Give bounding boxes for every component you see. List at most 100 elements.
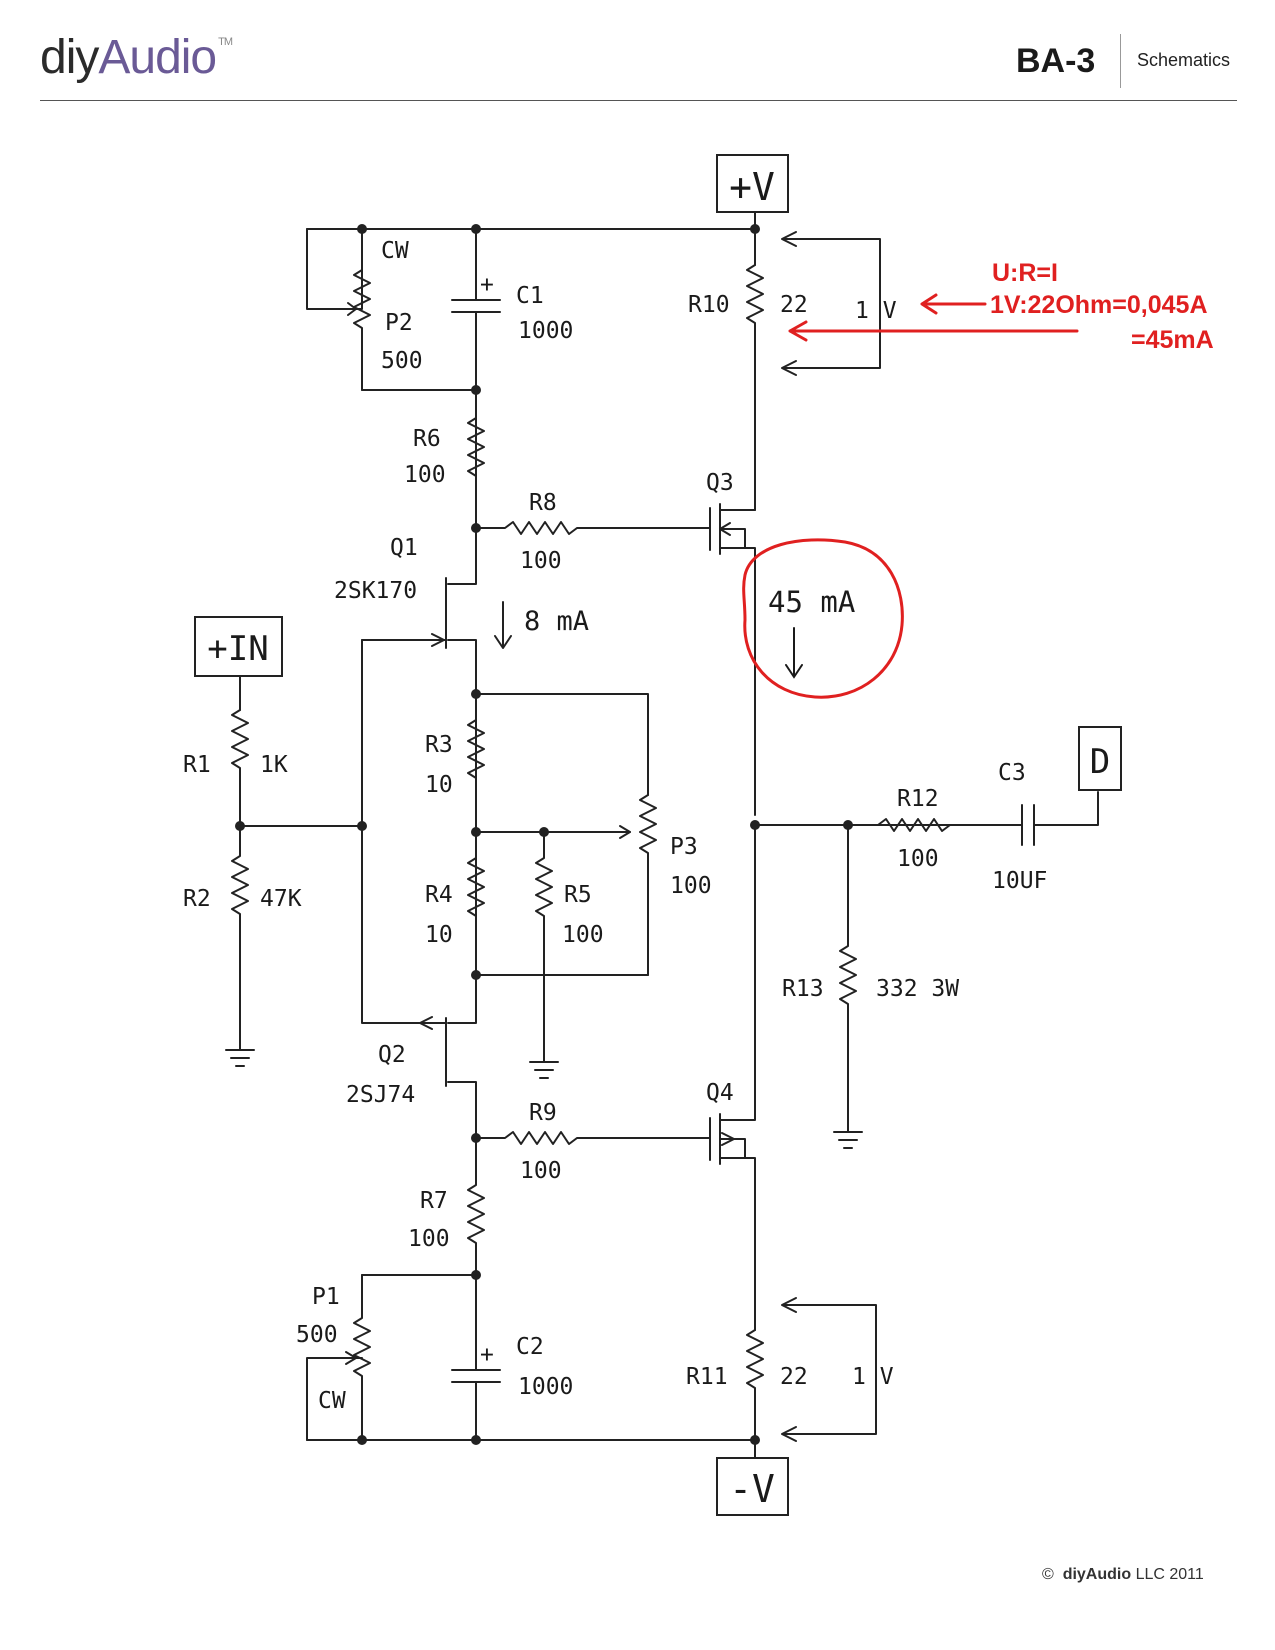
p1-resistor — [353, 1274, 371, 1441]
p3-name: P3 — [670, 834, 698, 860]
r10-arrow-top — [781, 231, 797, 247]
vminus-terminal-box — [716, 1457, 789, 1516]
document-category: Schematics — [1137, 50, 1231, 70]
wire-top-p2-loop — [306, 228, 363, 310]
wire-p3-top — [475, 693, 649, 796]
r3-resistor — [467, 719, 485, 779]
p3-wiper-arrow — [619, 825, 631, 839]
c2-name: C2 — [516, 1334, 544, 1360]
input-label: +IN — [207, 629, 268, 669]
p2-value: 500 — [381, 348, 423, 374]
r2-name: R2 — [183, 886, 211, 912]
r9-value: 100 — [520, 1158, 562, 1184]
gnd-r5 — [529, 1061, 559, 1079]
page-footer: © diyAudio LLC 2011 — [1042, 1566, 1204, 1584]
circled-current-arrow — [785, 627, 803, 679]
q1-name: Q1 — [390, 535, 418, 561]
vminus-label: -V — [729, 1467, 775, 1511]
p2-resistor — [353, 228, 371, 391]
output-label: D — [1090, 742, 1110, 782]
q4-arrow — [721, 1132, 735, 1146]
r9-name: R9 — [529, 1100, 557, 1126]
r11-name: R11 — [686, 1364, 728, 1390]
vplus-terminal-box — [716, 154, 789, 213]
r2-resistor — [231, 825, 249, 1051]
p1-wiper-arrow — [345, 1351, 357, 1365]
ohms-law-text: U:R=I — [992, 259, 1058, 287]
p2-cw-label: CW — [381, 238, 409, 264]
r13-resistor — [839, 824, 857, 1133]
r12-resistor — [847, 818, 1023, 832]
wire-r6-to-q1 — [447, 527, 477, 585]
q2-name: Q2 — [378, 1042, 406, 1068]
r8-name: R8 — [529, 490, 557, 516]
q3-name: Q3 — [706, 470, 734, 496]
r13-name: R13 — [782, 976, 824, 1002]
wire-gate-bus — [361, 639, 447, 1024]
r7-value: 100 — [408, 1226, 450, 1252]
r13-value: 332 3W — [876, 976, 959, 1002]
result-text: =45mA — [1131, 326, 1214, 354]
p2-wiper-arrow — [339, 302, 357, 316]
vplus-label: +V — [729, 165, 775, 209]
r11-voltage-bracket — [783, 1304, 877, 1435]
footer-text: LLC 2011 — [1135, 1566, 1204, 1583]
q1-current-arrow — [494, 601, 512, 649]
c1-name: C1 — [516, 283, 544, 309]
output-terminal-box — [1078, 726, 1122, 791]
logo-diy: diy — [40, 31, 99, 84]
q2-source — [447, 974, 477, 1024]
q4-source — [719, 1157, 756, 1331]
p1-cw-label: CW — [318, 1388, 346, 1414]
gnd-r13 — [833, 1131, 863, 1149]
header-rule — [40, 100, 1237, 101]
r5-name: R5 — [564, 882, 592, 908]
r7-name: R7 — [420, 1188, 448, 1214]
c3-name: C3 — [998, 760, 1026, 786]
q3-arrow — [719, 522, 731, 536]
calc-text: 1V:22Ohm=0,045A — [990, 291, 1208, 319]
r8-value: 100 — [520, 548, 562, 574]
r10-arrow-bottom — [781, 360, 797, 376]
r1-value: 1K — [260, 752, 288, 778]
r11-voltage: 1 V — [852, 1364, 894, 1390]
gnd-r2 — [225, 1049, 255, 1067]
header-separator — [1120, 34, 1121, 88]
r1-resistor — [231, 709, 249, 827]
p1-wiper-loop — [306, 1357, 363, 1441]
r5-value: 100 — [562, 922, 604, 948]
logo-trademark: TM — [218, 36, 233, 48]
p3-resistor — [639, 794, 657, 976]
q4-body — [719, 1138, 746, 1159]
c1-value: 1000 — [518, 318, 573, 344]
junction-dots — [235, 224, 853, 1445]
input-terminal-box — [194, 616, 283, 677]
annotation-arrow-2 — [788, 320, 1079, 342]
r7-resistor — [467, 1137, 485, 1276]
p3-value: 100 — [670, 873, 712, 899]
r3-name: R3 — [425, 732, 453, 758]
r3-value: 10 — [425, 772, 453, 798]
r4-resistor — [467, 857, 485, 917]
r6-name: R6 — [413, 426, 441, 452]
footer-brand: diyAudio — [1062, 1566, 1132, 1583]
r4-name: R4 — [425, 882, 453, 908]
r10-voltage: 1 V — [855, 298, 897, 324]
wire-c3-to-d — [1033, 791, 1099, 826]
logo-audio: Audio — [98, 31, 217, 84]
p1-name: P1 — [312, 1284, 340, 1310]
r5-resistor — [535, 831, 553, 1063]
q1-gate-arrow — [431, 633, 445, 647]
c2-value: 1000 — [518, 1374, 573, 1400]
r11-arrow-bottom — [781, 1426, 797, 1442]
circled-current-label: 45 mA — [768, 585, 855, 619]
copyright-symbol: © — [1042, 1566, 1054, 1583]
r11-value: 22 — [780, 1364, 808, 1390]
r6-value: 100 — [404, 462, 446, 488]
r11-arrow-top — [781, 1297, 797, 1313]
document-title: BA-3 — [1016, 42, 1096, 80]
q2-gate-arrow — [419, 1016, 433, 1030]
c2-plus: + — [480, 1342, 494, 1368]
r10-name: R10 — [688, 292, 730, 318]
